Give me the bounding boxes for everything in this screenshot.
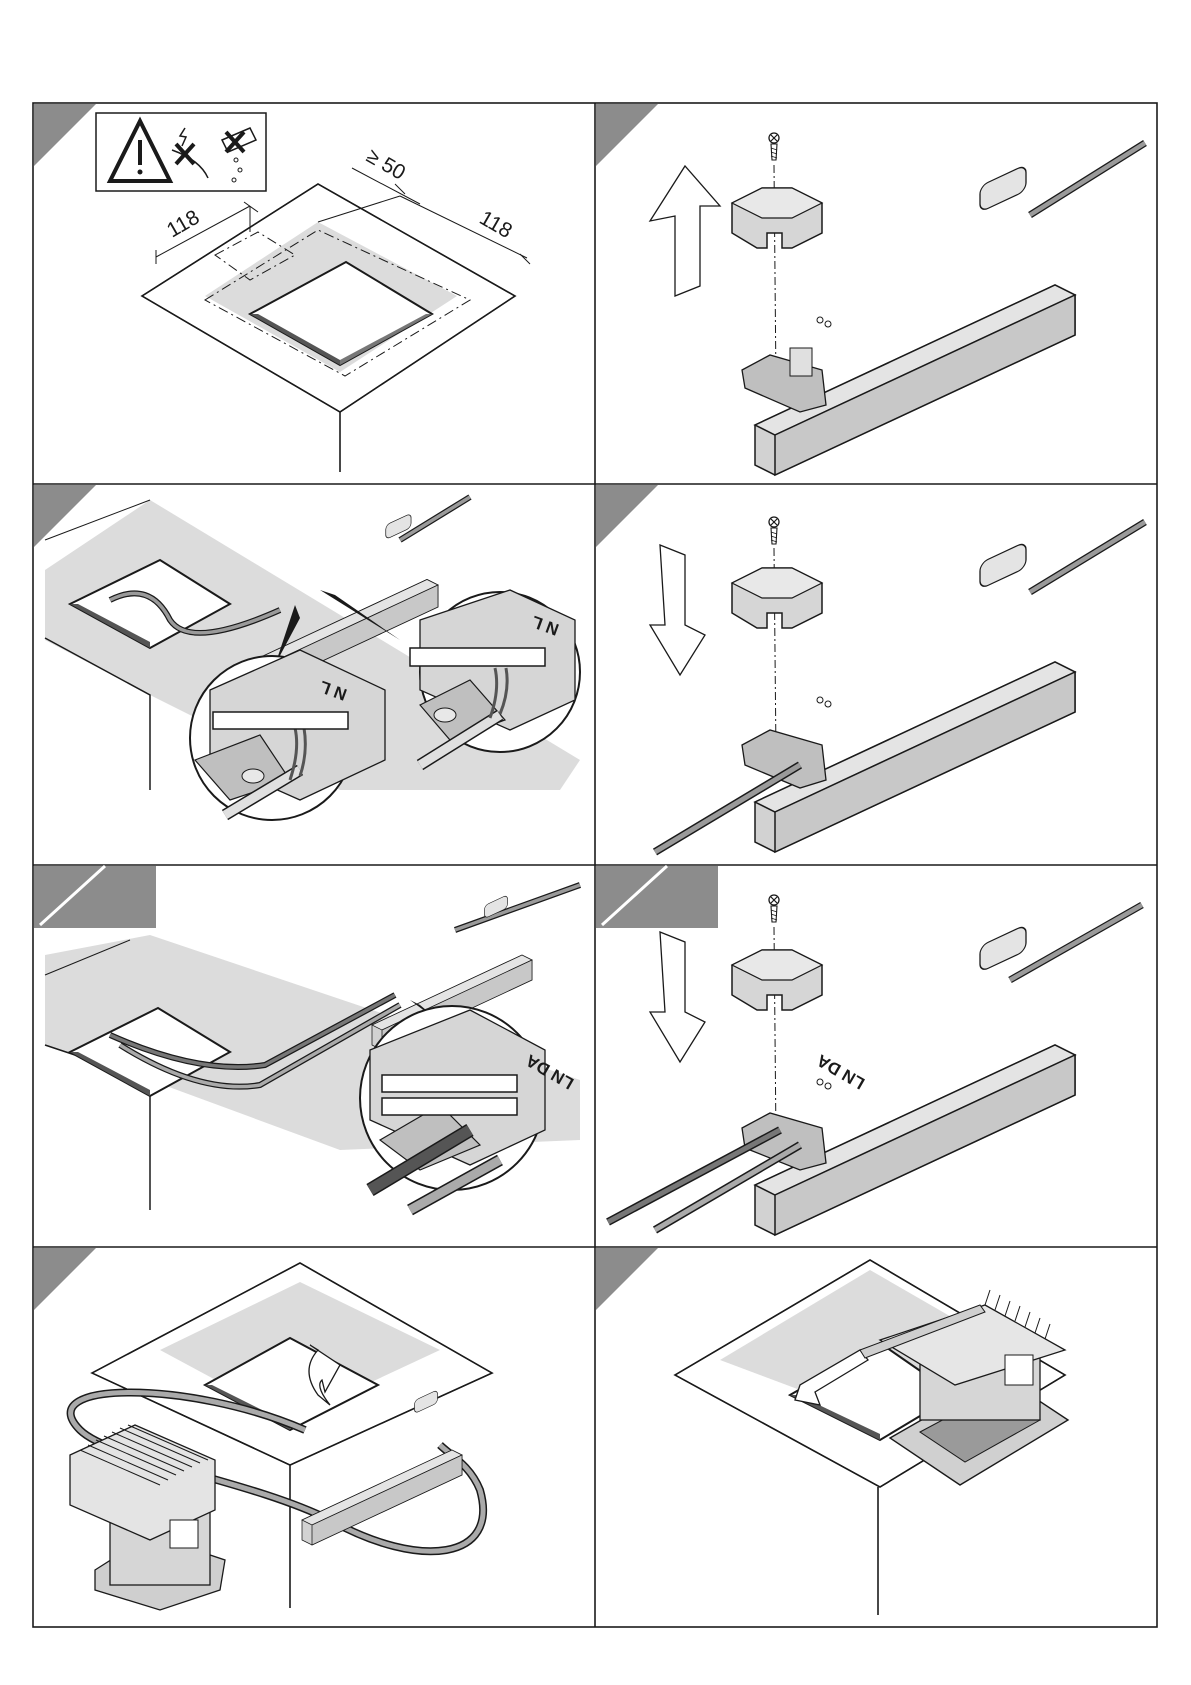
screw-icon-3 [769, 895, 779, 922]
panel-2-remove-cover [650, 133, 1145, 475]
panel-6-refit-cover-dali: LN DA [608, 895, 1142, 1235]
panel-3-connect-mains: N L N L [45, 497, 580, 820]
arrow-down-icon-2 [650, 932, 705, 1062]
panel-4-refit-cover [650, 517, 1145, 852]
panel-1-cutout-dimensions: 118 118 ≥ 50 [96, 113, 530, 472]
screw-icon [769, 133, 779, 160]
dim-label-min-distance: ≥ 50 [363, 144, 410, 184]
step-marker-8 [596, 1248, 658, 1310]
detail-zoom-dali: LN DA [360, 1006, 577, 1210]
step-marker-3 [34, 485, 96, 547]
arrow-up-icon [650, 166, 720, 296]
panel-7-insert-driver [70, 1263, 492, 1610]
warning-box [96, 113, 266, 191]
step-marker-2 [596, 104, 658, 166]
step-marker-7 [34, 1248, 96, 1310]
dim-label-left: 118 [163, 206, 203, 243]
terminal-cover-cap [732, 188, 822, 248]
terminal-label-ln-da-2: LN DA [814, 1051, 868, 1093]
panel-5-connect-dali: LN DA [45, 885, 580, 1210]
step-marker-4 [596, 485, 658, 547]
luminaire-heatsink [70, 1425, 225, 1610]
terminal-cover-cap-3 [732, 950, 822, 1010]
terminal-cover-cap-2 [732, 568, 822, 628]
arrow-down-icon [650, 545, 705, 675]
dim-label-right: 118 [476, 206, 516, 243]
panel-8-mount-luminaire [675, 1260, 1068, 1615]
step-marker-1 [34, 104, 96, 166]
screw-icon-2 [769, 517, 779, 544]
